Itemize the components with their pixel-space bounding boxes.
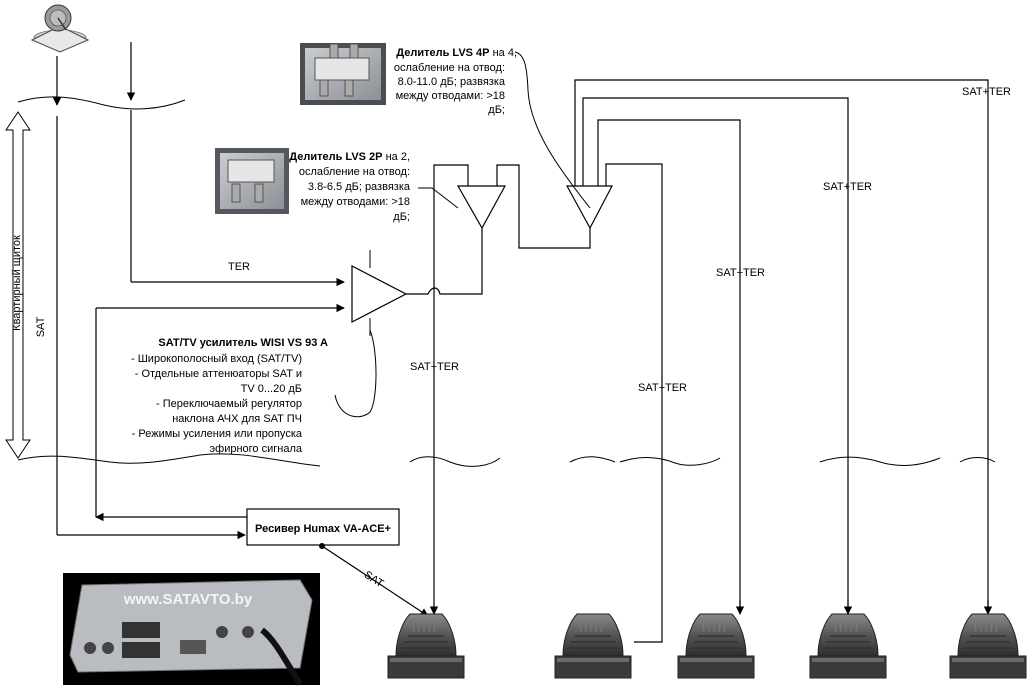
svg-text:дБ;: дБ; xyxy=(393,211,410,223)
satter-label-2: SAT+TER xyxy=(638,382,687,394)
svg-text:дБ;: дБ; xyxy=(488,104,505,116)
svg-text:3.8-6.5 дБ; развязка: 3.8-6.5 дБ; развязка xyxy=(308,181,411,193)
svg-text:между отводами: >18: между отводами: >18 xyxy=(396,90,505,102)
sp4-out-4 xyxy=(605,163,663,643)
satter-label-4: SAT+TER xyxy=(823,181,872,193)
satter-label-3: SAT+TER xyxy=(716,267,765,279)
splitter2-photo xyxy=(215,148,289,214)
receiver-box[interactable] xyxy=(246,508,400,546)
amp-to-splitter2-wire xyxy=(406,228,483,295)
splitter4-photo xyxy=(300,43,386,105)
sp4-out-2 xyxy=(582,97,849,614)
svg-text:TV 0...20 дБ: TV 0...20 дБ xyxy=(241,383,302,395)
tv-icon-3[interactable] xyxy=(677,613,755,679)
sat-riser-label: SAT xyxy=(35,316,47,337)
amplifier-callout-line xyxy=(334,329,377,418)
svg-text:наклона АЧХ для SAT ПЧ: наклона АЧХ для SAT ПЧ xyxy=(172,413,302,425)
svg-text:ослабление на отвод:: ослабление на отвод: xyxy=(394,62,505,74)
splitter2-out-left xyxy=(433,164,469,600)
tv-icon-4[interactable] xyxy=(809,613,887,679)
sp4-out-3 xyxy=(597,119,741,614)
splitter2-callout-line xyxy=(418,187,459,209)
svg-text:SAT/TV усилитель WISI VS 93 A: SAT/TV усилитель WISI VS 93 A xyxy=(158,337,328,349)
svg-text:Делитель LVS 2P на 2,: Делитель LVS 2P на 2, xyxy=(289,151,410,163)
svg-text:Делитель LVS 4P на 4,: Делитель LVS 4P на 4, xyxy=(396,47,517,59)
splitter2-out-right xyxy=(496,164,591,249)
svg-text:- Отдельные аттенюаторы SAT и: - Отдельные аттенюаторы SAT и xyxy=(135,368,302,380)
tv-icon-2[interactable] xyxy=(554,613,632,679)
svg-text:между отводами: >18: между отводами: >18 xyxy=(301,196,410,208)
satter-label-5: SAT+TER xyxy=(962,86,1011,98)
satellite-dish-icon xyxy=(30,4,90,53)
splitter4-callout-line xyxy=(514,51,591,209)
svg-text:- Режимы усиления или пропуска: - Режимы усиления или пропуска xyxy=(132,428,303,440)
receiver-photo: www.SATAVTO.by xyxy=(63,573,320,686)
receiver-label: Ресивер Humax VA-ACE+ xyxy=(255,523,391,535)
ter-label: TER xyxy=(228,261,250,273)
amplifier-triangle-icon xyxy=(351,250,408,336)
sat-cable-label: SAT xyxy=(362,569,386,590)
splitter4-description: Делитель LVS 4P на 4, ослабление на отво… xyxy=(394,47,517,116)
wall-break-bottom xyxy=(17,453,996,467)
panel-label: Квартирный щиток xyxy=(11,235,23,331)
satter-label-1: SAT+TER xyxy=(410,361,459,373)
tv-icon-5[interactable] xyxy=(949,613,1027,679)
receiver-to-tv-wire xyxy=(321,545,429,617)
splitter-triangle-icon xyxy=(456,185,507,230)
svg-text:ослабление на отвод:: ослабление на отвод: xyxy=(299,166,410,178)
svg-text:8.0-11.0 дБ; развязка: 8.0-11.0 дБ; развязка xyxy=(398,76,506,88)
sp4-out-1 xyxy=(574,79,989,614)
svg-text:эфирного сигнала: эфирного сигнала xyxy=(210,443,303,455)
splitter2-description: Делитель LVS 2P на 2, ослабление на отво… xyxy=(289,151,411,223)
svg-text:www.SATAVTO.by: www.SATAVTO.by xyxy=(123,591,253,608)
amplifier-description: SAT/TV усилитель WISI VS 93 A - Широкопо… xyxy=(131,337,328,455)
wall-break-top xyxy=(17,96,186,110)
svg-text:- Переключаемый регулятор: - Переключаемый регулятор xyxy=(156,398,302,410)
svg-text:- Широкополосный вход (SAT/TV): - Широкополосный вход (SAT/TV) xyxy=(131,353,302,365)
tv-icon-1[interactable] xyxy=(387,613,465,679)
panel-double-arrow xyxy=(5,111,31,459)
